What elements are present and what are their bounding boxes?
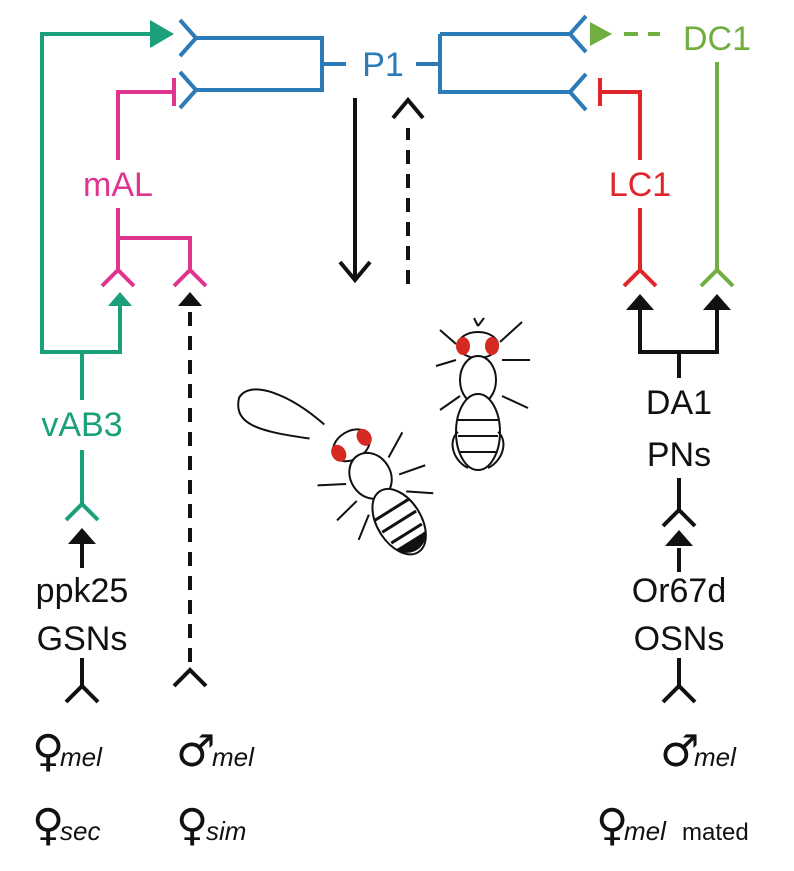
- male-symbol-icon: ♂: [176, 726, 215, 777]
- da1-label-line2: PNs: [647, 436, 711, 474]
- excitatory-arrow-icon: [590, 22, 612, 46]
- excitatory-arrow-icon: [703, 294, 731, 310]
- species-subscript: mel: [624, 816, 667, 846]
- mal-label: mAL: [83, 166, 153, 204]
- dc1-label: DC1: [683, 20, 751, 58]
- mal-dendrite-left: [100, 267, 136, 288]
- species-subscript: mel: [60, 742, 103, 772]
- vab3-label: vAB3: [41, 406, 122, 444]
- excitatory-arrow-icon: [178, 292, 202, 306]
- lc1-label: LC1: [609, 166, 671, 204]
- da1-label-line1: DA1: [646, 384, 712, 422]
- female-symbol-icon: ♀: [32, 726, 64, 777]
- female-symbol-icon: ♀: [32, 800, 64, 851]
- fly-female-icon: [435, 317, 530, 471]
- mated-label: mated: [682, 819, 749, 846]
- lc1-dendrite: [622, 267, 658, 288]
- stimulus-col1-bottom: ♀ sec: [32, 800, 100, 851]
- excitatory-arrow-icon: [108, 292, 132, 306]
- dc1-arbor: [624, 32, 735, 288]
- or67d-label-line1: Or67d: [632, 572, 727, 610]
- male-cue-pathway: [172, 312, 208, 688]
- da1-dendrite: [661, 507, 697, 528]
- lc1-arbor: [602, 90, 658, 288]
- up-arrow-head-icon: [391, 96, 425, 120]
- stimulus-col3-top: ♂ mel: [660, 726, 737, 777]
- species-subscript: sim: [206, 816, 246, 846]
- stimulus-col3-bottom: ♀ mel mated: [596, 800, 749, 851]
- down-arrow-head-icon: [338, 260, 372, 284]
- species-subscript: mel: [212, 742, 255, 772]
- fly-male-icon: [237, 388, 434, 556]
- vab3-arbor: [40, 32, 150, 522]
- female-symbol-icon: ♀: [596, 800, 628, 851]
- male-symbol-icon: ♂: [660, 726, 699, 777]
- fly-courtship-icon: [237, 317, 530, 556]
- or67d-arbor: [661, 548, 697, 704]
- stimulus-col2-bottom: ♀ sim: [176, 800, 246, 851]
- male-cue-dendrite: [172, 667, 208, 688]
- vab3-dendrite: [64, 501, 100, 522]
- stimulus-col2-top: ♂ mel: [176, 726, 255, 777]
- dc1-dendrite: [699, 267, 735, 288]
- excitatory-arrow-icon: [665, 530, 693, 546]
- excitatory-arrow-icon: [150, 20, 174, 48]
- p1-dendrite-right-top: [567, 14, 588, 54]
- ppk25-label-line2: GSNs: [37, 620, 128, 658]
- excitatory-arrow-icon: [68, 528, 96, 544]
- excitatory-arrow-icon: [626, 294, 654, 310]
- species-subscript: sec: [60, 816, 100, 846]
- p1-dendrite-left-bottom: [178, 70, 199, 110]
- p1-dendrite-left-top: [178, 18, 199, 58]
- or67d-label-line2: OSNs: [634, 620, 725, 658]
- mal-arbor: [100, 90, 208, 288]
- p1-dendrite-right-bottom: [567, 72, 588, 112]
- p1-arbor: [178, 14, 588, 112]
- or67d-dendrite: [661, 683, 697, 704]
- p1-output: [338, 96, 425, 284]
- mal-dendrite-right: [172, 267, 208, 288]
- p1-label: P1: [362, 46, 404, 84]
- ppk25-dendrite: [64, 683, 100, 704]
- ppk25-arbor: [64, 542, 100, 704]
- da1-arbor: [638, 310, 719, 528]
- female-symbol-icon: ♀: [176, 800, 208, 851]
- species-subscript: mel: [694, 742, 737, 772]
- ppk25-label-line1: ppk25: [36, 572, 129, 610]
- stimulus-col1-top: ♀ mel: [32, 726, 103, 777]
